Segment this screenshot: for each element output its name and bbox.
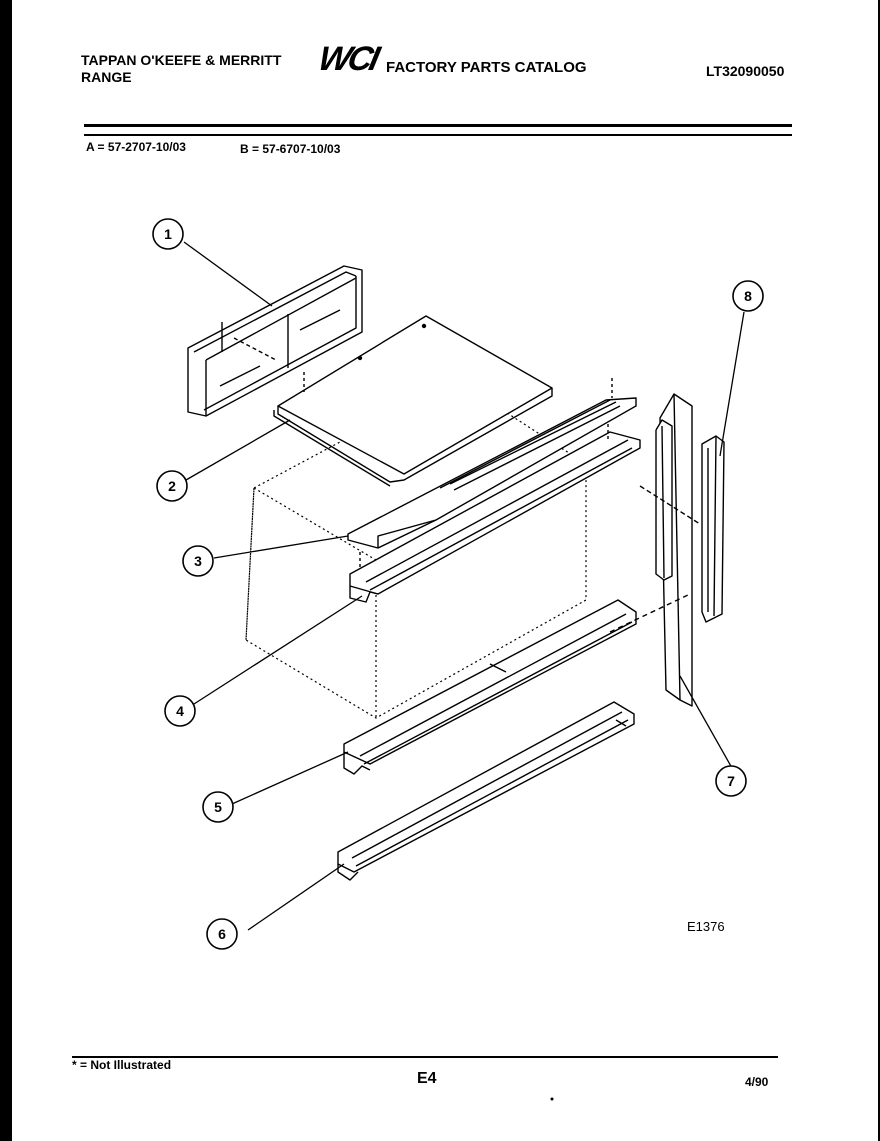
- part-7-side-trim: [609, 393, 701, 707]
- part-2-top-panel: [273, 315, 553, 487]
- callout-label-5: 5: [214, 799, 222, 815]
- part-5-lower-rail: [343, 599, 637, 775]
- callout-6: 6: [206, 918, 238, 950]
- callout-label-3: 3: [194, 553, 202, 569]
- page-id: E4: [417, 1070, 437, 1087]
- catalog-date: 4/90: [745, 1075, 769, 1089]
- footer-rule: [72, 1056, 778, 1058]
- header-rule-thin: [84, 134, 792, 136]
- footnote: * = Not Illustrated: [72, 1058, 172, 1072]
- callout-label-7: 7: [727, 773, 735, 789]
- callout-4: 4: [164, 695, 196, 727]
- manufacturer-name: TAPPAN O'KEEFE & MERRITT: [81, 52, 282, 68]
- callout-label-8: 8: [744, 288, 752, 304]
- product-type: RANGE: [81, 69, 132, 85]
- callout-8: 8: [732, 280, 764, 312]
- header-rule-thick: [84, 124, 792, 127]
- model-b: B = 57-6707-10/03: [240, 142, 341, 156]
- callout-7: 7: [715, 765, 747, 797]
- part-4-channel-rail: [349, 424, 641, 603]
- model-a: A = 57-2707-10/03: [86, 140, 186, 154]
- catalog-title: FACTORY PARTS CATALOG: [386, 59, 587, 76]
- callout-label-6: 6: [218, 926, 226, 942]
- callout-label-2: 2: [168, 478, 176, 494]
- part-6-kick-rail: [337, 701, 635, 881]
- callout-label-4: 4: [176, 703, 184, 719]
- part-8-side-trim: [701, 435, 725, 623]
- callout-3: 3: [182, 545, 214, 577]
- part-1-backguard: [187, 265, 363, 417]
- callout-5: 5: [202, 791, 234, 823]
- callout-2: 2: [156, 470, 188, 502]
- callout-label-1: 1: [164, 226, 172, 242]
- leader-lines: [183, 241, 745, 931]
- catalog-page: TAPPAN O'KEEFE & MERRITT RANGE WCI FACTO…: [12, 0, 878, 1141]
- callout-1: 1: [152, 218, 184, 250]
- scan-speck: [550, 1097, 554, 1101]
- part-3-front-rail: [347, 378, 637, 570]
- drawing-number: E1376: [687, 919, 725, 934]
- document-number: LT32090050: [706, 63, 785, 79]
